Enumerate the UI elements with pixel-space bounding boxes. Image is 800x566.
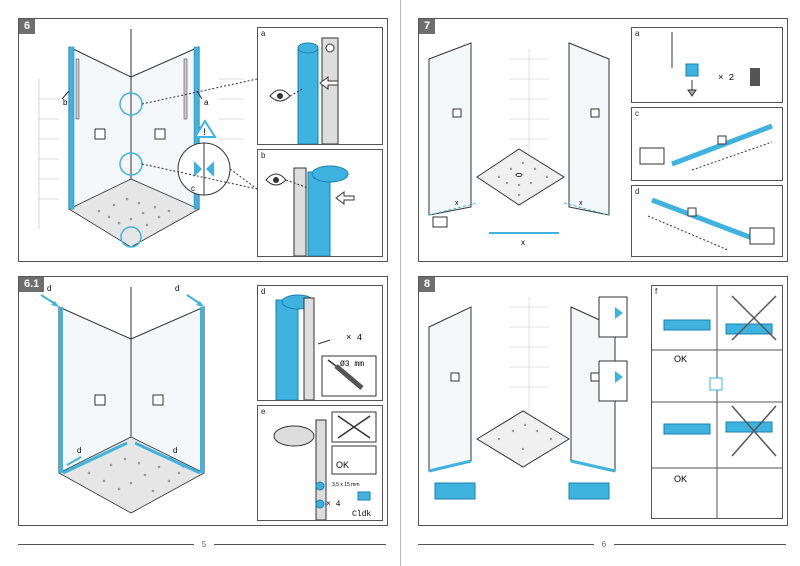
detail-e-panel: e OK 3,5 x 15 mm × 4 Cldk [257,405,383,521]
detail-f-panel: f OK OK [651,285,783,519]
detail-label: b [261,151,266,160]
step-6-panel: 6 [18,18,388,262]
detail-d-panel: d [631,185,783,257]
step-number: 8 [419,277,436,292]
ok-label-1: OK [674,354,687,364]
hinge-detail-b [265,165,355,256]
drill-detail: × 4 Ø3 mm [275,294,377,400]
callout-c: c [191,184,195,193]
step-7-panel: 7 x x x a [418,18,788,262]
measure-x: x [521,238,525,247]
glue-count: × 2 [718,73,734,83]
detail-label: d [635,187,640,196]
detail-a-panel: a [257,27,383,145]
callout-d: d [173,446,177,455]
detail-b-panel: b [257,149,383,257]
glue-detail: × 2 [671,32,760,97]
sealing-strips-illustration [428,296,628,500]
profile-cut-detail-d [647,197,775,251]
strip-orientation-detail: OK OK [652,286,782,518]
detail-label: f [655,287,658,296]
step-8-panel: 8 f [418,276,788,526]
detail-c-panel: c [631,107,783,181]
detail-a-panel: a × 2 [631,27,783,103]
callout-b: b [63,98,68,107]
left-page: 6 [18,18,388,549]
profile-cut-detail-c [639,123,773,171]
page-number: 6 [594,540,614,549]
svg-text:!: ! [203,127,206,137]
callout-x: x [579,200,583,207]
step-number: 6 [19,19,36,34]
detail-label: a [261,29,266,38]
detail-label: a [635,29,640,38]
callout-d: d [77,446,81,455]
drill-size: Ø3 mm [340,360,364,369]
step-6-1-panel: 6.1 d d d d [18,276,388,526]
enclosure-walls-illustration: x x x [428,42,610,247]
page-divider [400,0,401,566]
shower-enclosure-illustration: b a c ! [38,29,258,248]
detail-label: c [635,109,639,118]
callout-a: a [204,98,209,107]
detail-label: d [261,287,266,296]
page-number: 5 [194,540,214,549]
screw-detail: OK 3,5 x 15 mm × 4 Cldk [273,411,377,520]
callout-d: d [175,284,179,293]
right-page: 7 x x x a [400,0,800,566]
click-label: Cldk [352,510,371,519]
screw-count: × 4 [346,333,362,343]
callout-x: x [455,200,459,207]
step-number: 6.1 [19,277,45,292]
hinge-detail-a [269,37,339,144]
screw-spec: 3,5 x 15 mm [332,482,360,488]
detail-d-panel: d × 4 Ø3 mm [257,285,383,401]
shower-enclosure-illustration-2: d d d d [40,284,205,514]
ok-label: OK [336,460,349,470]
ok-label-2: OK [674,474,687,484]
detail-label: e [261,407,266,416]
callout-d: d [47,284,51,293]
screw-count-e: × 4 [326,500,341,509]
step-number: 7 [419,19,436,34]
